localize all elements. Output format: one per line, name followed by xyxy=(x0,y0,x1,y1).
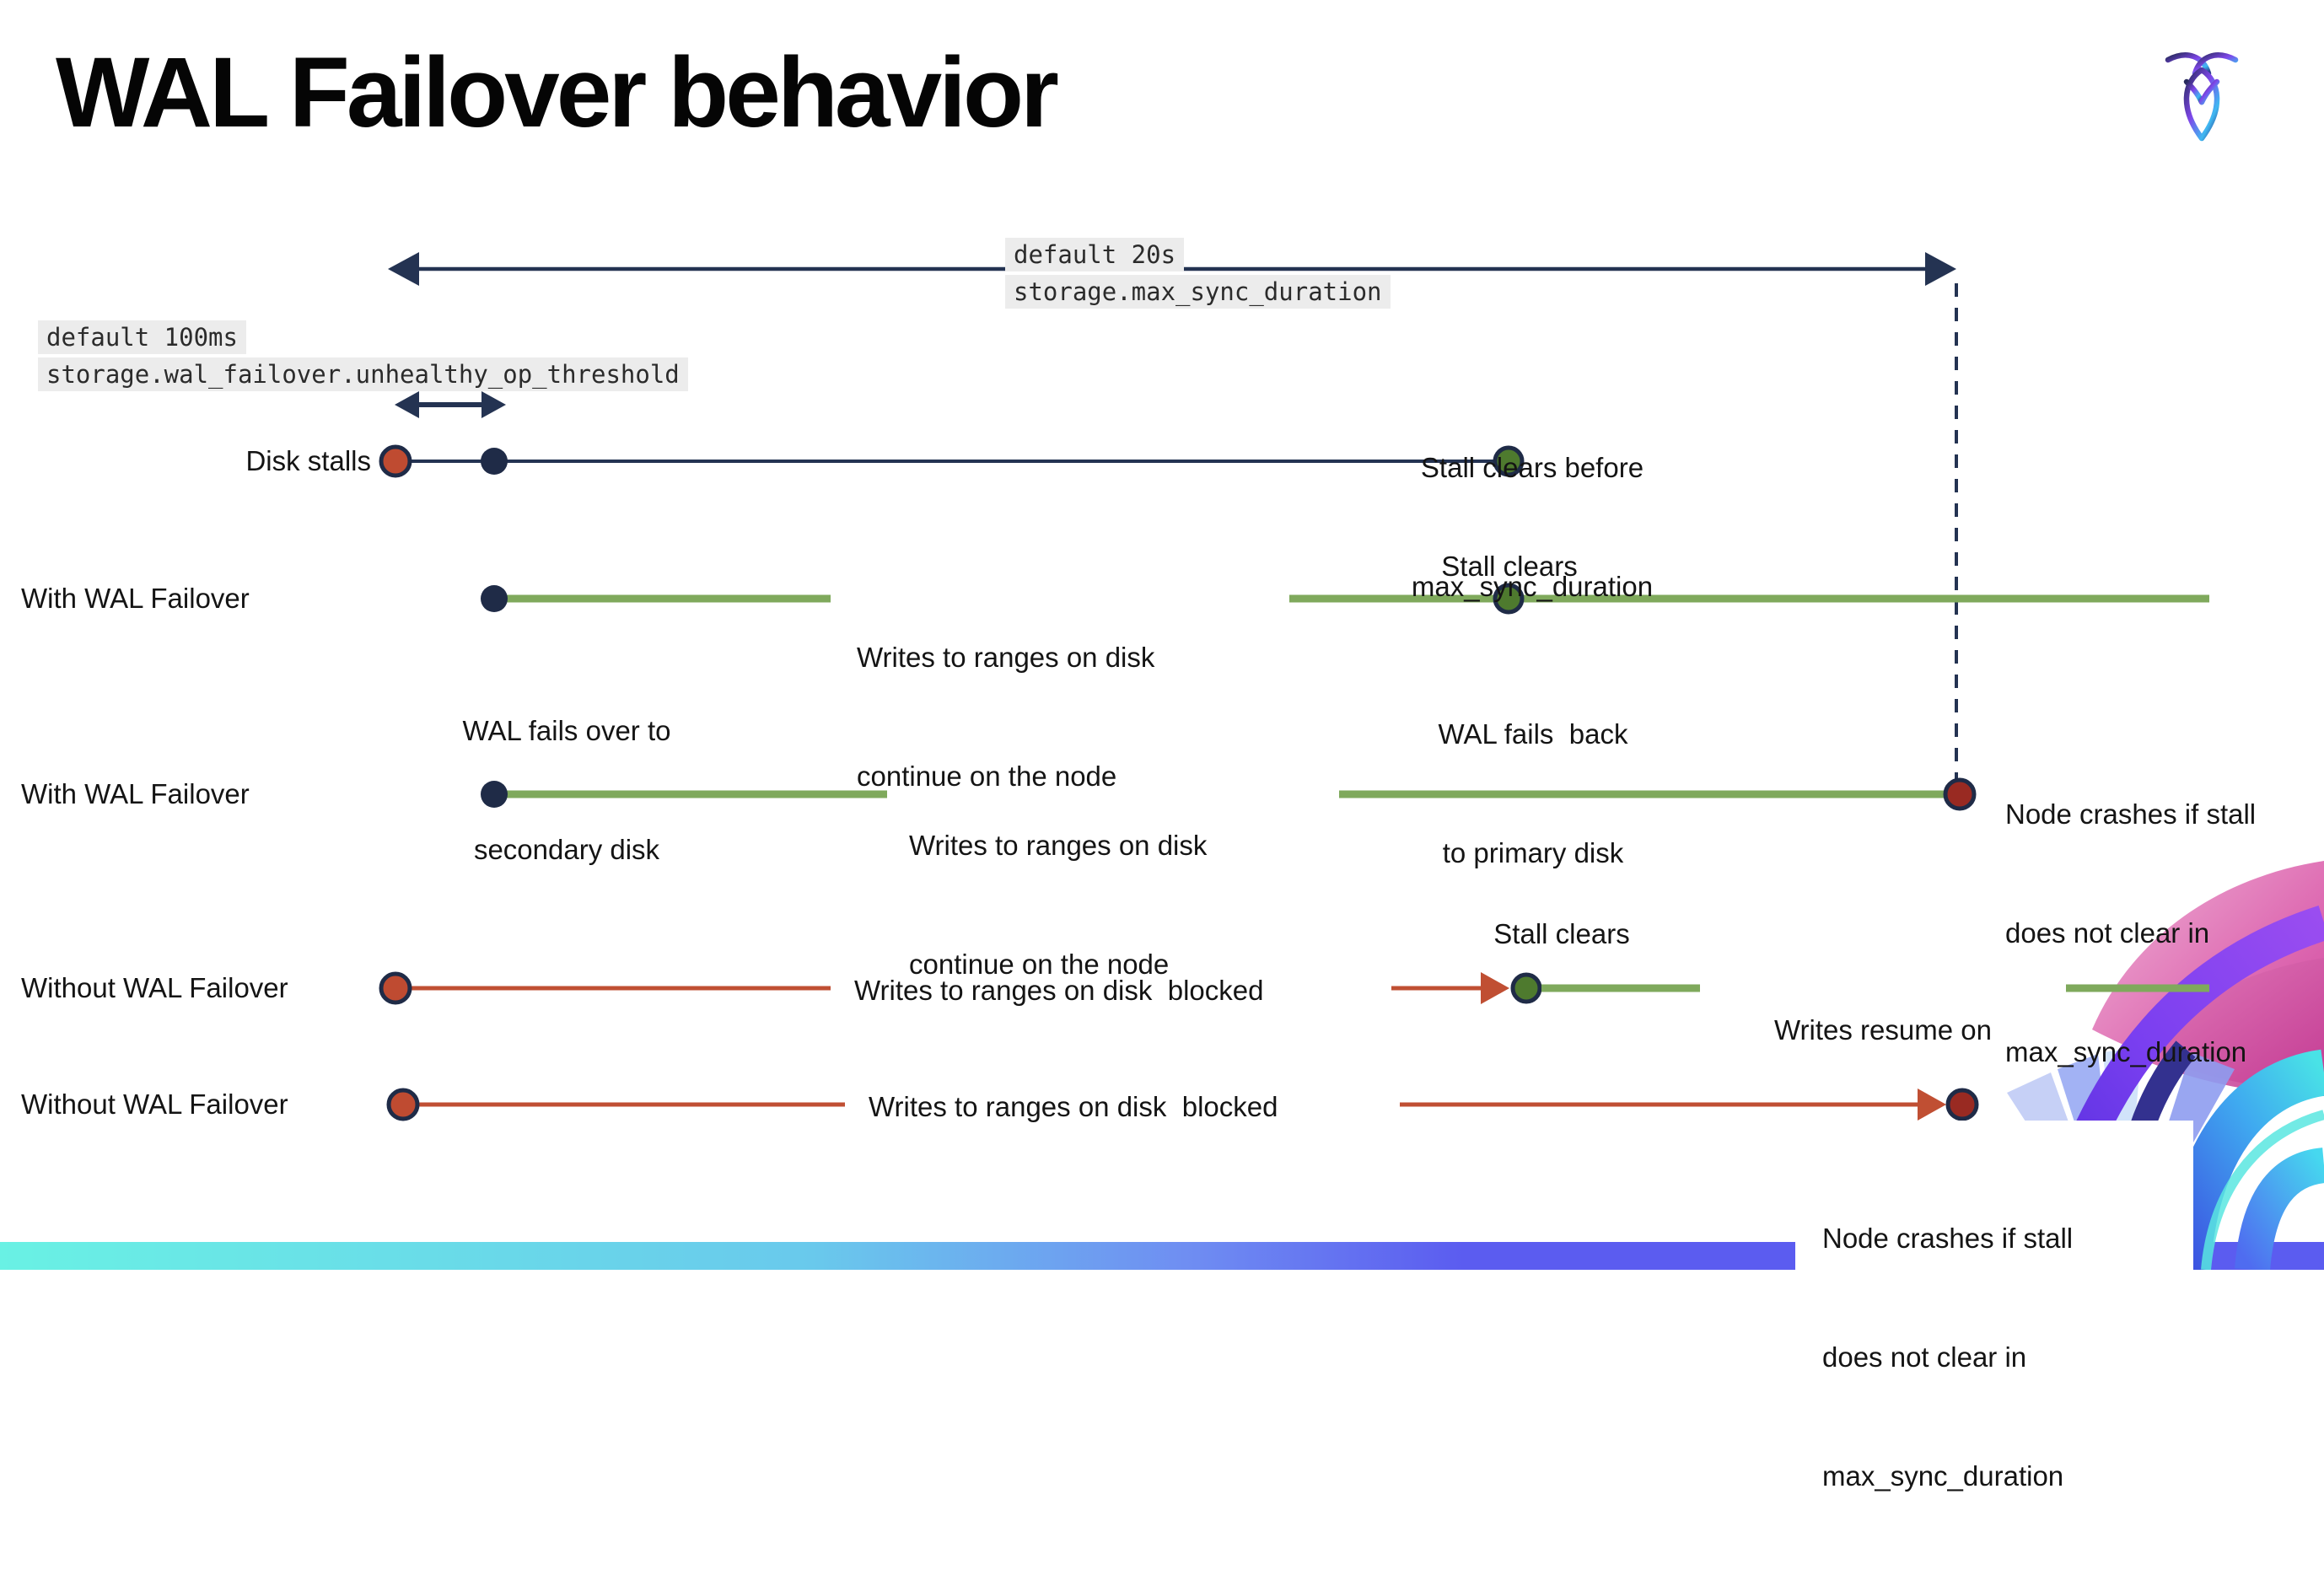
row-label-without-wal-failover-1: Without WAL Failover xyxy=(21,972,288,1003)
max-sync-setting-name: storage.max_sync_duration xyxy=(1005,275,1391,309)
row-label-disk-stalls: Disk stalls xyxy=(245,445,371,476)
annotation-node-crashes-2: Node crashes if stall does not clear in … xyxy=(1822,1223,2074,1492)
failover-dot xyxy=(481,585,508,612)
annotation-writes-blocked-2: Writes to ranges on disk blocked xyxy=(869,1091,1278,1122)
unhealthy-op-setting-name: storage.wal_failover.unhealthy_op_thresh… xyxy=(38,357,688,391)
stall-start-dot xyxy=(379,444,412,478)
annotation-writes-continue-2: Writes to ranges on disk continue on the… xyxy=(909,830,1208,980)
failover-threshold-dot xyxy=(481,448,508,475)
annotation-wal-fails-over: WAL fails over to secondary disk xyxy=(462,715,671,865)
unhealthy-op-default-label: default 100ms xyxy=(38,320,246,354)
cockroachdb-logo-icon xyxy=(2165,52,2239,142)
node-crash-dot xyxy=(1943,777,1977,811)
row-label-with-wal-failover-1: With WAL Failover xyxy=(21,583,250,614)
row-label-with-wal-failover-2: With WAL Failover xyxy=(21,778,250,809)
max-sync-default-label: default 20s xyxy=(1005,238,1185,271)
stall-start-dot xyxy=(386,1088,420,1121)
blocked-arrowhead xyxy=(1481,972,1509,1004)
annotation-stall-clears-1: Stall clears xyxy=(1441,551,1578,582)
annotation-node-crashes-1: Node crashes if stall does not clear in … xyxy=(2005,798,2257,1067)
row-label-without-wal-failover-2: Without WAL Failover xyxy=(21,1089,288,1120)
annotation-wal-fails-back: WAL fails back to primary disk xyxy=(1438,718,1628,868)
stall-start-dot xyxy=(379,971,412,1005)
annotation-stall-clears-before: Stall clears before max_sync_duration xyxy=(1411,452,1654,602)
stall-clears-dot xyxy=(1510,972,1542,1004)
node-crash-callout-box: Node crashes if stall does not clear in … xyxy=(1795,1121,2193,1492)
page-title: WAL Failover behavior xyxy=(56,37,1059,148)
annotation-writes-blocked-1: Writes to ranges on disk blocked xyxy=(854,975,1264,1006)
annotation-stall-clears-2: Stall clears xyxy=(1493,918,1630,949)
unhealthy-op-threshold-arrow xyxy=(395,391,506,418)
annotation-writes-continue-1: Writes to ranges on disk continue on the… xyxy=(857,642,1155,792)
timeline-with-wal-failover-1 xyxy=(481,583,2209,615)
